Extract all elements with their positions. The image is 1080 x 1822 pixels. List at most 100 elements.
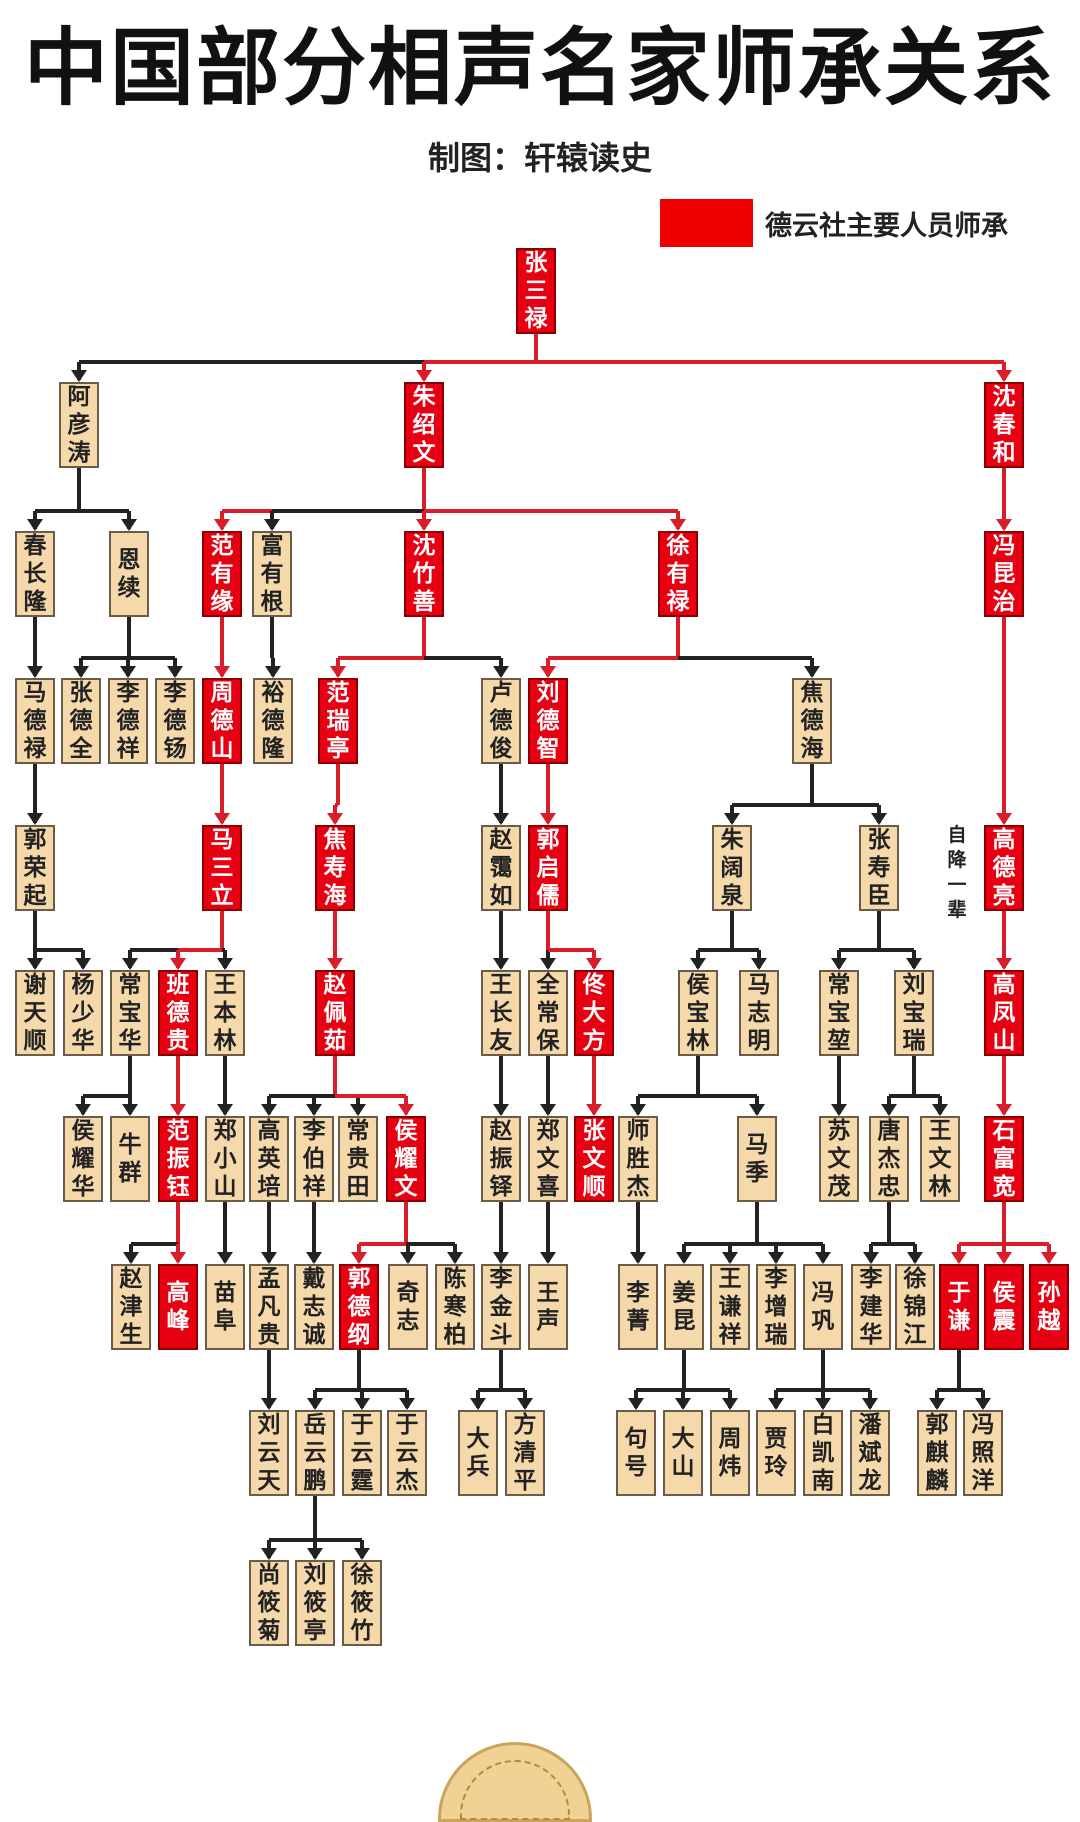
person-name-char: 如 (489, 883, 513, 909)
connector-arrowhead (540, 1104, 556, 1116)
person-name-char: 长 (23, 561, 47, 587)
person-name-char: 三 (524, 278, 548, 304)
person-node-lbr: 刘宝瑞 (894, 970, 934, 1056)
connector-arrowhead (307, 1548, 323, 1560)
connector-arrowhead (907, 1252, 923, 1264)
person-node-fqp: 方清平 (505, 1410, 545, 1496)
person-name-char: 冯 (971, 1412, 995, 1438)
person-node-ds: 大山 (663, 1410, 703, 1496)
person-name-char: 云 (257, 1440, 281, 1466)
person-name-char: 陈 (443, 1266, 467, 1292)
connector-arrowhead (416, 370, 432, 382)
connector-arrowhead (996, 1252, 1012, 1264)
person-name-char: 隆 (261, 736, 285, 762)
diagram-title: 中国部分相声名家师承关系 (23, 19, 1056, 117)
person-name-char: 于 (395, 1412, 419, 1438)
person-node-zzd: 赵振铎 (481, 1116, 521, 1202)
person-name-char: 德 (347, 1294, 371, 1320)
person-name-char: 南 (811, 1468, 835, 1494)
person-name-char: 金 (489, 1294, 513, 1320)
person-name-char: 泉 (720, 883, 744, 909)
person-name-char: 张 (69, 680, 93, 706)
person-name-char: 谦 (718, 1294, 742, 1320)
person-name-char: 保 (536, 1028, 560, 1054)
person-node-lj: 李菁 (618, 1264, 658, 1350)
connector-arrowhead (122, 958, 138, 970)
person-name-char: 宽 (992, 1174, 1016, 1200)
person-node-db: 大兵 (458, 1410, 498, 1496)
person-node-hyh: 侯耀华 (63, 1116, 103, 1202)
person-node-gf: 高峰 (158, 1264, 198, 1350)
person-name-char: 群 (118, 1160, 142, 1186)
person-name-char: 彦 (67, 412, 91, 438)
person-name-char: 有 (666, 561, 690, 587)
connector-arrowhead (306, 1104, 322, 1116)
person-node-sch: 沈春和 (984, 382, 1024, 468)
connector-arrowhead (815, 1252, 831, 1264)
person-node-ysh: 杨少华 (63, 970, 103, 1056)
person-name-char: 英 (257, 1146, 281, 1172)
connector-arrowhead (517, 1398, 533, 1410)
person-name-char: 少 (71, 1000, 95, 1026)
person-name-char: 建 (859, 1294, 883, 1320)
person-name-char: 牛 (118, 1132, 142, 1158)
connector-arrowhead (586, 958, 602, 970)
person-name-char: 贾 (764, 1426, 788, 1452)
person-name-char: 津 (119, 1294, 143, 1320)
person-node-nq: 牛群 (110, 1116, 150, 1202)
person-node-mj: 马季 (737, 1116, 777, 1202)
person-node-jk: 姜昆 (664, 1264, 704, 1350)
person-node-jl: 贾玲 (756, 1410, 796, 1496)
connector-arrowhead (27, 958, 43, 970)
person-name-char: 王 (489, 972, 513, 998)
person-name-char: 胜 (626, 1146, 650, 1172)
person-node-ldx: 李德祥 (108, 678, 148, 764)
person-name-char: 郭 (536, 827, 560, 853)
person-node-gdg: 郭德纲 (339, 1264, 379, 1350)
person-name-char: 德 (992, 855, 1016, 881)
connector-arrowhead (670, 519, 686, 531)
connector-arrowhead (265, 666, 281, 678)
person-name-char: 周 (210, 680, 234, 706)
connector-arrowhead (400, 1252, 416, 1264)
connector-arrowhead (121, 519, 137, 531)
person-node-lxt: 刘筱亭 (295, 1560, 335, 1646)
person-name-char: 巩 (811, 1308, 835, 1334)
person-name-char: 宝 (902, 1000, 926, 1026)
person-name-char: 小 (213, 1146, 237, 1172)
person-name-char: 李 (859, 1266, 883, 1292)
person-name-char: 宝 (686, 1000, 710, 1026)
person-name-char: 林 (928, 1174, 952, 1200)
connector-arrowhead (751, 958, 767, 970)
connector-arrowhead (307, 1398, 323, 1410)
person-name-char: 本 (213, 1000, 237, 1026)
person-name-char: 佩 (323, 1000, 347, 1026)
connector-arrowhead (214, 519, 230, 531)
person-name-char: 阿 (67, 384, 91, 410)
person-name-char: 天 (257, 1468, 281, 1494)
person-node-gyp: 高英培 (249, 1116, 289, 1202)
connector-arrowhead (73, 666, 89, 678)
person-name-char: 臣 (867, 883, 891, 909)
person-name-char: 立 (210, 883, 234, 909)
person-name-char: 沈 (992, 384, 1016, 410)
person-name-char: 寒 (443, 1294, 467, 1320)
person-name-char: 孟 (257, 1266, 281, 1292)
person-name-char: 堃 (827, 1028, 851, 1054)
person-node-sy: 孙越 (1029, 1264, 1069, 1350)
person-name-char: 季 (745, 1160, 769, 1186)
person-node-xyl: 徐有禄 (658, 531, 698, 617)
person-name-char: 阜 (213, 1308, 237, 1334)
person-node-hyw: 侯耀文 (386, 1116, 426, 1202)
person-name-char: 越 (1037, 1308, 1061, 1334)
connector-arrowhead (676, 1252, 692, 1264)
person-node-sfk: 石富宽 (984, 1116, 1024, 1202)
person-name-char: 山 (210, 736, 234, 762)
person-node-bdg: 班德贵 (158, 970, 198, 1056)
person-node-zxs: 郑小山 (205, 1116, 245, 1202)
person-name-char: 德 (23, 708, 47, 734)
person-name-char: 智 (536, 736, 560, 762)
connector-arrowhead (398, 1104, 414, 1116)
person-name-char: 杨 (71, 972, 95, 998)
person-name-char: 潘 (858, 1412, 882, 1438)
